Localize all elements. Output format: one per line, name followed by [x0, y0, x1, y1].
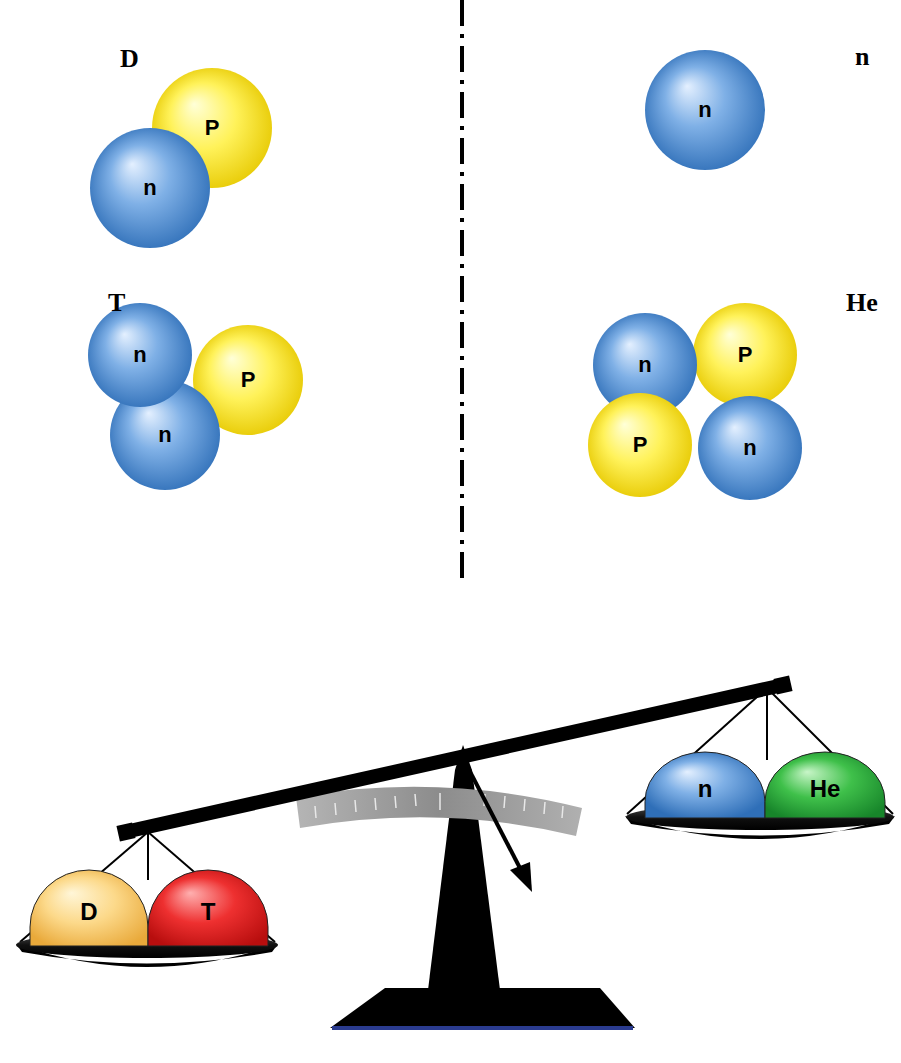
beam-end — [773, 675, 792, 694]
nucleus-label: T — [108, 288, 125, 318]
node-text: D — [30, 870, 148, 946]
particle-symbol: n — [638, 352, 651, 378]
scale-base-edge — [332, 1026, 633, 1030]
particle-symbol: n — [743, 435, 756, 461]
node-text: n — [645, 752, 765, 818]
particle-symbol: n — [133, 342, 146, 368]
tritium-weight: T — [148, 870, 268, 946]
nucleus-label: He — [846, 288, 878, 318]
proton-ball: P — [588, 393, 692, 497]
particle-symbol: P — [241, 367, 256, 393]
node-text: P — [693, 303, 797, 407]
particle-symbol: T — [201, 898, 216, 926]
particle-symbol: He — [810, 775, 841, 803]
proton-ball: P — [693, 303, 797, 407]
neutron-ball: n — [698, 396, 802, 500]
particle-symbol: n — [698, 97, 711, 123]
scale-pointer — [463, 758, 532, 892]
divider-line — [460, 0, 464, 585]
particle-symbol: D — [80, 898, 97, 926]
helium-weight: He — [765, 752, 885, 818]
neutron-weight: n — [645, 752, 765, 818]
node-text: n — [645, 50, 765, 170]
particle-symbol: P — [738, 342, 753, 368]
particle-symbol: P — [205, 115, 220, 141]
neutron-ball: n — [88, 303, 192, 407]
scale-base — [330, 988, 635, 1028]
nucleus-label: n — [855, 42, 869, 72]
particle-symbol: n — [158, 422, 171, 448]
neutron-ball: n — [645, 50, 765, 170]
node-text: n — [90, 128, 210, 248]
beam-end — [116, 822, 135, 841]
particle-symbol: P — [633, 432, 648, 458]
scale-post — [428, 745, 500, 990]
node-text: n — [698, 396, 802, 500]
scale-beam — [125, 685, 783, 832]
particle-symbol: n — [698, 775, 713, 803]
node-text: He — [765, 752, 885, 818]
node-text: T — [148, 870, 268, 946]
scale-gauge — [296, 787, 582, 836]
neutron-ball: n — [90, 128, 210, 248]
node-text: n — [88, 303, 192, 407]
node-text: P — [588, 393, 692, 497]
deuterium-weight: D — [30, 870, 148, 946]
nucleus-label: D — [120, 44, 139, 74]
particle-symbol: n — [143, 175, 156, 201]
